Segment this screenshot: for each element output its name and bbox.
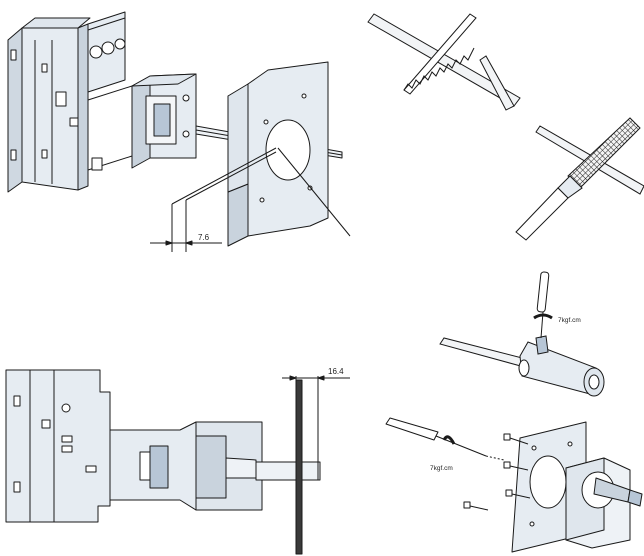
- shaft-being-cut: [367, 13, 521, 107]
- extension-shaft-side: [255, 461, 321, 481]
- hacksaw-step: [367, 13, 521, 111]
- file-step: [515, 117, 644, 241]
- side-view-assembly: [5, 369, 350, 555]
- top-assembly: 7.6: [7, 11, 351, 252]
- handle-mechanism-top: [131, 73, 197, 169]
- panel-screws-torque-label: 7kgf.cm: [430, 465, 453, 472]
- door-panel-top: [227, 61, 329, 247]
- shaft-screw-torque-label: 7kgf.cm: [558, 317, 581, 324]
- torque-arrow-horizontal: [442, 435, 456, 445]
- circuit-breaker-top: [7, 11, 133, 193]
- mount-screw: [463, 501, 489, 511]
- shaft-into-coupling: [439, 337, 531, 369]
- shaft-gap-dimension: [150, 147, 277, 252]
- circuit-breaker-side: [5, 369, 111, 523]
- saw-handle: [479, 55, 515, 111]
- mount-screw: [503, 461, 529, 471]
- shaft-gap-label: 7.6: [198, 233, 210, 242]
- torque-arrow-vertical: [533, 313, 553, 320]
- mount-screw: [503, 433, 529, 445]
- saw-teeth: [403, 47, 475, 91]
- mount-screw: [505, 489, 531, 499]
- hacksaw-blade: [403, 13, 477, 95]
- cut-guide-line: [277, 147, 351, 237]
- panel-offset-label: 16.4: [328, 367, 344, 376]
- coupling-step: [439, 271, 605, 397]
- screwdriver-handle-vertical: [536, 271, 550, 313]
- door-panel-side: [295, 379, 303, 555]
- handle-mount-step: [385, 417, 643, 553]
- screwdriver-handle-horizontal: [385, 417, 439, 441]
- coupling-screw: [535, 335, 549, 355]
- file-handle: [515, 187, 569, 241]
